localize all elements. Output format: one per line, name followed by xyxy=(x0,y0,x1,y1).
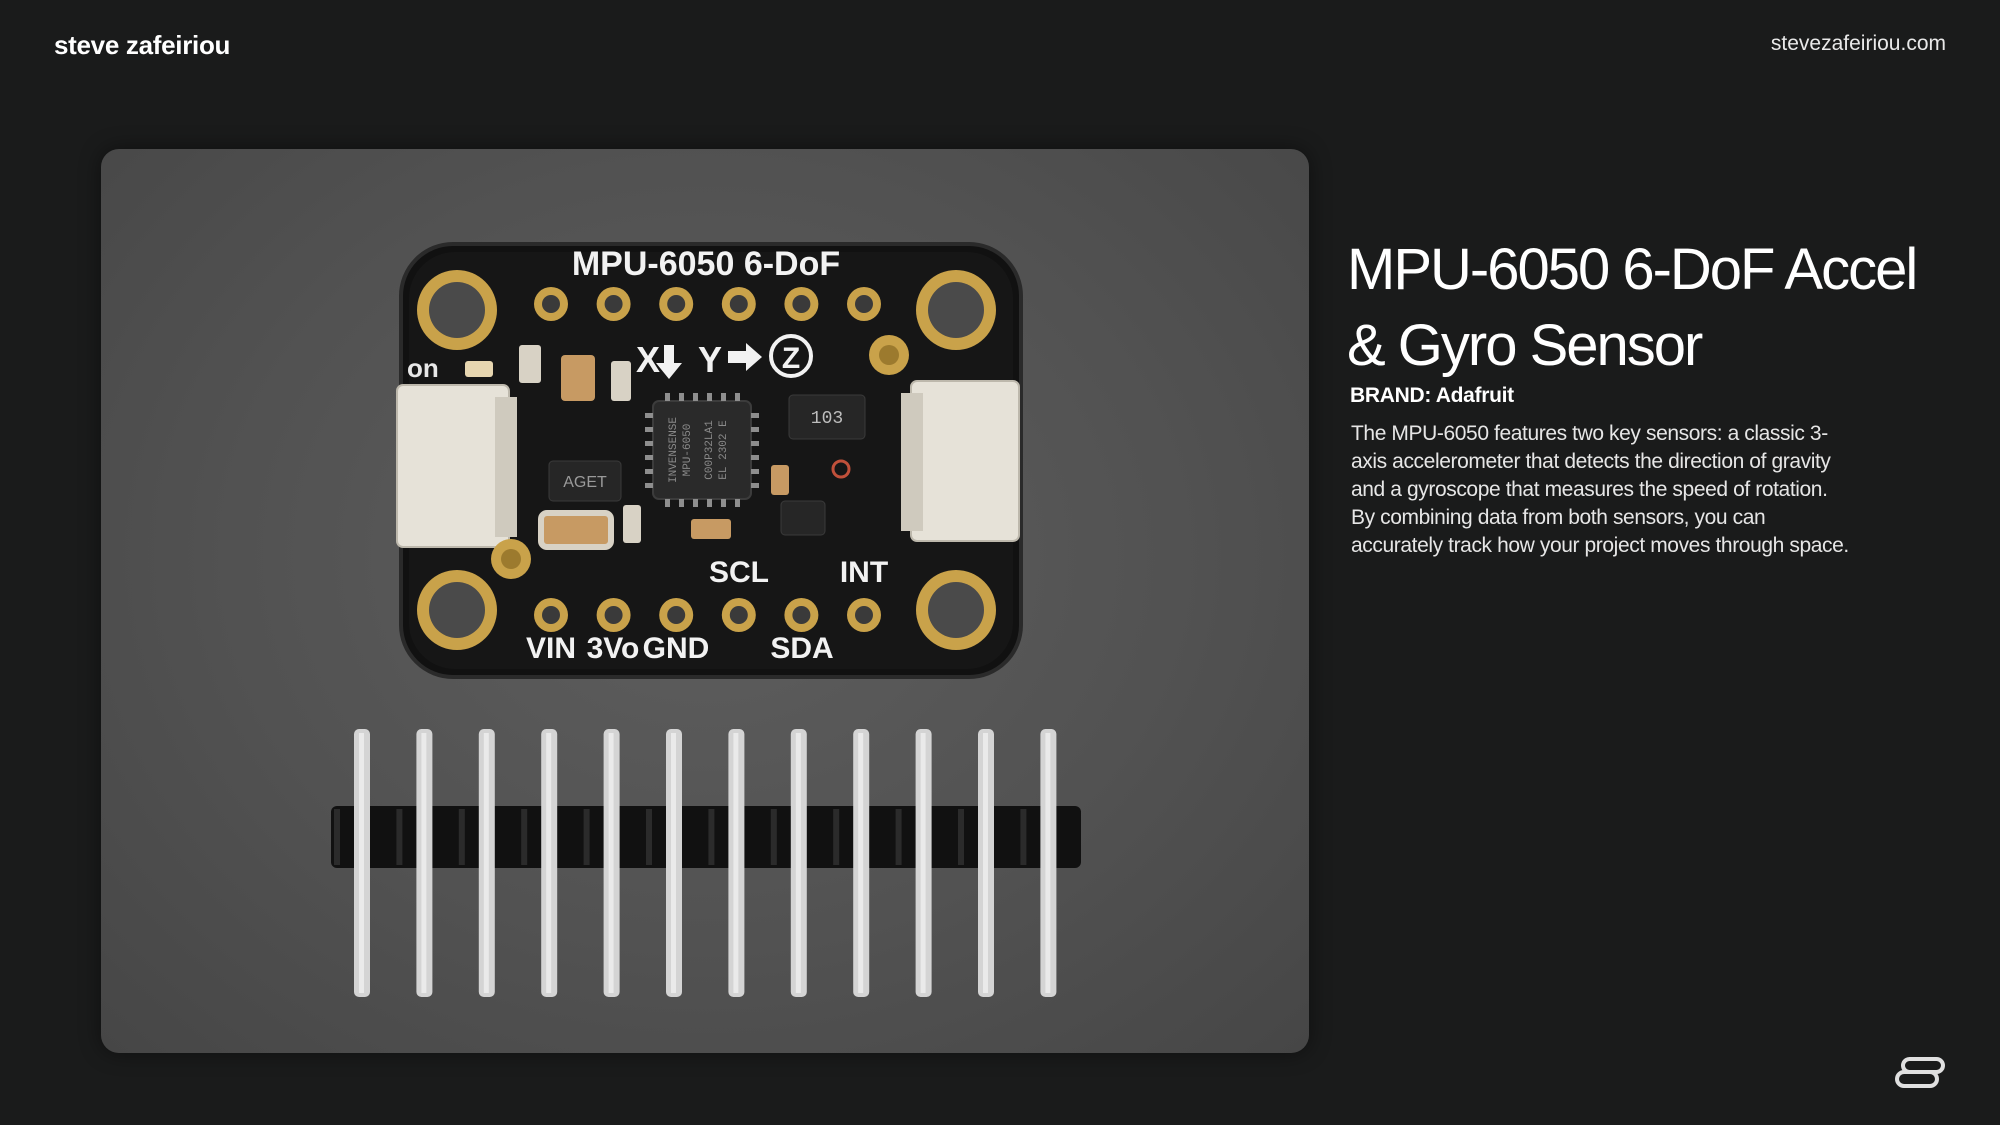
resistor-array: 103 xyxy=(788,394,866,440)
top-pin-pads xyxy=(534,287,881,321)
chip-label-3: C00P32LA1 xyxy=(704,420,716,480)
mounting-holes xyxy=(417,270,996,650)
chip-label-4: EL 2302 E xyxy=(718,420,730,480)
arrow-down-icon xyxy=(656,345,682,379)
chip-label-1: INVENSENSE xyxy=(668,417,680,483)
product-brand: BRAND: Adafruit xyxy=(1350,384,1514,407)
header-plastic xyxy=(331,806,1081,868)
left-connector xyxy=(396,384,517,548)
site-url[interactable]: stevezafeiriou.com xyxy=(1770,32,1946,55)
smd-components xyxy=(491,335,909,579)
header-pin-strip xyxy=(331,729,1081,997)
voltage-regulator: AGET xyxy=(548,460,622,502)
breakout-board: MPU-6050 6-DoF X Y Z on xyxy=(396,242,1023,679)
product-title: MPU-6050 6-DoF Accel & Gyro Sensor xyxy=(1347,237,1918,378)
right-connector xyxy=(901,380,1020,542)
pin-label-gnd: GND xyxy=(643,632,710,665)
imu-chip: INVENSENSE MPU-6050 C00P32LA1 EL 2302 E xyxy=(645,393,759,507)
arrow-right-icon xyxy=(728,343,762,371)
on-label: on xyxy=(407,353,439,383)
brand-name: steve zafeiriou xyxy=(54,30,231,60)
chip-label-2: MPU-6050 xyxy=(682,424,694,477)
pin-label-3vo: 3Vo xyxy=(587,632,640,665)
stacked-loop-logo-icon xyxy=(1895,1057,1945,1088)
product-description: The MPU-6050 features two key sensors: a… xyxy=(1351,422,1849,557)
product-photo: MPU-6050 6-DoF X Y Z on xyxy=(101,149,1309,1053)
axis-label-z: Z xyxy=(782,342,800,375)
board-title: MPU-6050 6-DoF xyxy=(572,245,840,283)
pin-labels: VIN 3Vo GND SCL SDA INT xyxy=(526,556,888,665)
axis-label-x: X xyxy=(636,339,660,380)
regulator-label: AGET xyxy=(563,474,607,491)
pin-label-vin: VIN xyxy=(526,632,576,665)
pin-label-int: INT xyxy=(840,556,888,589)
pin-label-scl: SCL xyxy=(709,556,769,589)
pin-label-sda: SDA xyxy=(770,632,833,665)
axis-label-y: Y xyxy=(698,339,722,380)
bottom-pin-pads xyxy=(534,598,881,632)
resistor-label: 103 xyxy=(811,409,843,429)
